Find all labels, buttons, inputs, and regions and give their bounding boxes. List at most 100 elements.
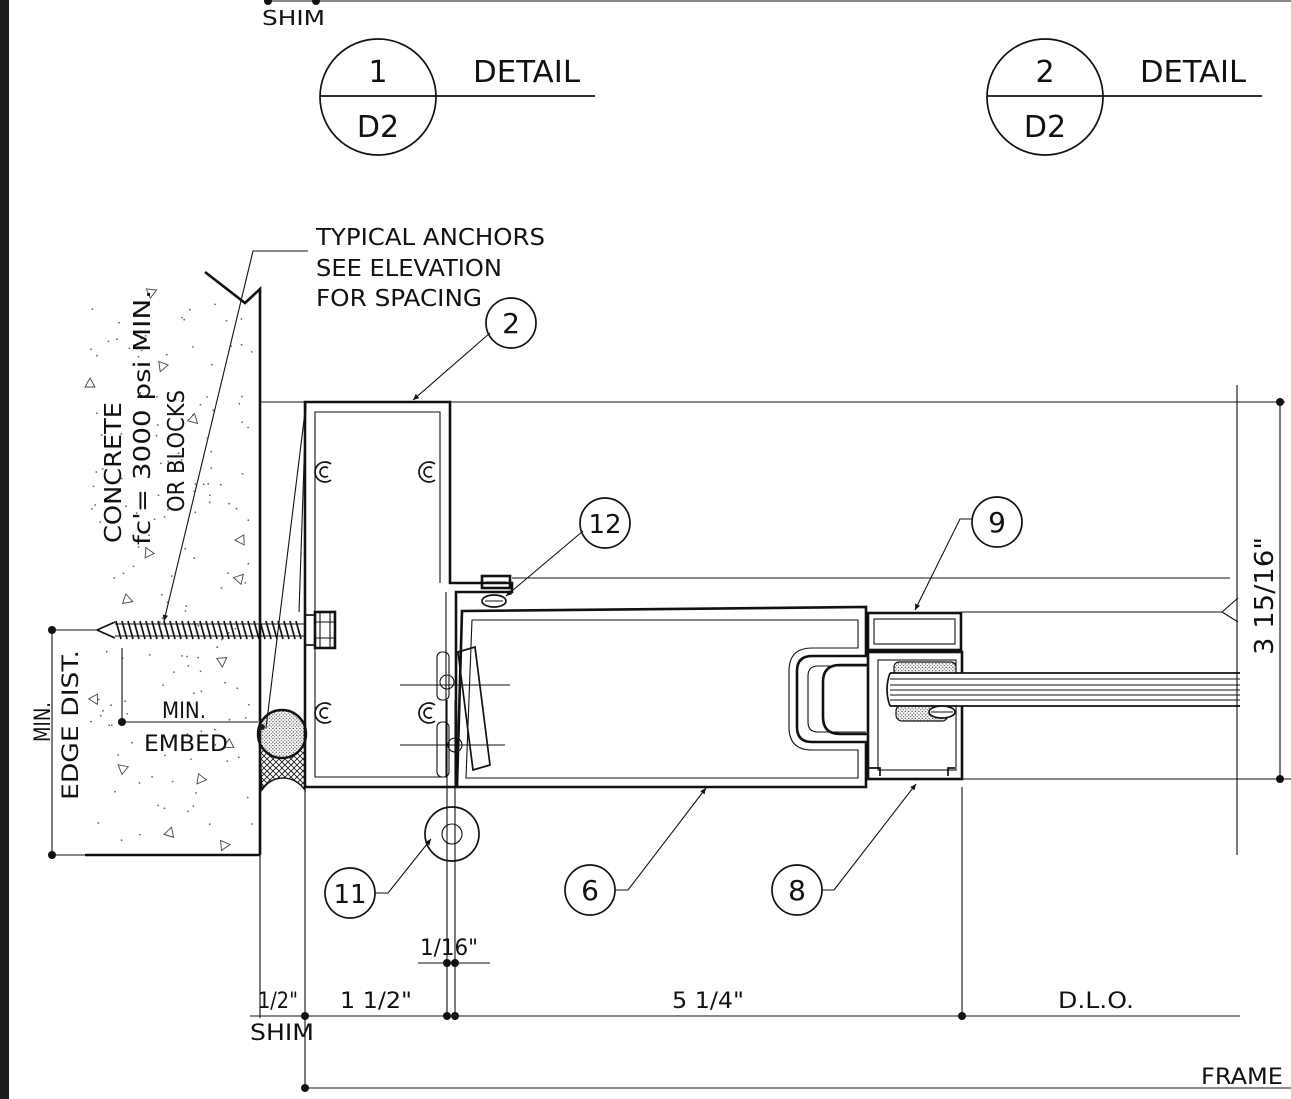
detail-sheet: D2 xyxy=(1024,110,1066,145)
anchor-tip xyxy=(96,621,116,639)
concrete-hatch-dot xyxy=(159,462,162,465)
concrete-hatch-dot xyxy=(227,632,230,634)
frame-inner-wall xyxy=(314,411,447,778)
concrete-hatch-triangle xyxy=(215,657,228,668)
concrete-hatch-dot xyxy=(158,621,161,623)
balloon-leader xyxy=(505,530,584,597)
concrete-hatch-dot xyxy=(92,485,95,488)
concrete-hatch-dot xyxy=(120,433,123,435)
concrete-hatch-dot xyxy=(181,655,183,657)
concrete-hatch-dot xyxy=(207,482,210,485)
concrete-hatch-dot xyxy=(219,483,222,486)
callout-balloon: 12 xyxy=(505,497,631,597)
dimension-dot xyxy=(451,959,459,967)
concrete-hatch-dot xyxy=(199,670,202,673)
concrete-hatch-dot xyxy=(193,692,195,695)
concrete-hatch-dot xyxy=(96,354,98,357)
glass-lite xyxy=(886,672,1240,719)
pivot-pin xyxy=(441,823,463,845)
concrete-hatch-dot xyxy=(97,822,100,824)
concrete-hatch-dot xyxy=(168,438,171,440)
concrete-hatch-dot xyxy=(194,483,197,485)
callout-balloon: 11 xyxy=(324,838,432,919)
frame-dimension: FRAME xyxy=(301,1065,1291,1092)
balloon-leader xyxy=(615,787,707,891)
concrete-hatch-dot xyxy=(180,458,183,461)
concrete-hatch-dot xyxy=(108,724,111,727)
concrete-hatch-dot xyxy=(170,575,173,577)
concrete-hatch-dot xyxy=(192,805,195,807)
embedment-text-1: MIN. xyxy=(162,699,206,724)
perimeter-sealant xyxy=(256,708,308,793)
concrete-hatch-dot xyxy=(250,351,253,353)
glazing-pocket xyxy=(877,659,957,771)
balloon-circle xyxy=(971,496,1023,548)
segment-2-text: 5 1/4" xyxy=(672,989,744,1014)
concrete-hatch-dot xyxy=(101,468,104,470)
top-shim-label: SHIM xyxy=(262,6,325,30)
concrete-hatch-dot xyxy=(228,502,231,505)
concrete-hatch-dot xyxy=(177,452,180,454)
concrete-hatch-dot xyxy=(162,684,165,686)
edge-distance-text-1: MIN. xyxy=(31,702,56,742)
screw-boss xyxy=(418,461,436,483)
concrete-hatch-dot xyxy=(124,700,127,703)
concrete-hatch-dot xyxy=(156,396,158,398)
concrete-hatch-dot xyxy=(138,782,141,784)
callout-balloon: 6 xyxy=(564,787,707,916)
concrete-hatch-dot xyxy=(91,308,94,311)
concrete-hatch-dot xyxy=(128,347,131,350)
backer-rod xyxy=(256,708,308,760)
detail-label: DETAIL xyxy=(1140,55,1246,90)
edge-distance-text-2: EDGE DIST. xyxy=(59,650,84,800)
concrete-hatch-dot xyxy=(120,839,123,842)
concrete-hatch-triangle xyxy=(163,826,175,838)
screw-boss xyxy=(314,702,332,724)
anchor-note: TYPICAL ANCHORS SEE ELEVATION FOR SPACIN… xyxy=(162,225,545,622)
glazing-frame-hooks xyxy=(868,767,955,776)
dimension-dot xyxy=(312,0,320,5)
concrete-hatch-triangle xyxy=(84,377,96,388)
concrete-hatch-dot xyxy=(172,671,175,673)
concrete-hatch-dot xyxy=(140,337,143,340)
concrete-hatch-dot xyxy=(148,654,151,656)
concrete-hatch-dot xyxy=(230,345,233,347)
stop-inner xyxy=(873,618,956,645)
concrete-hatch-dot xyxy=(225,319,228,322)
concrete-hatch-dot xyxy=(118,321,120,324)
concrete-hatch-dot xyxy=(209,494,211,497)
concrete-hatch-dot xyxy=(224,681,227,684)
concrete-hatch-dot xyxy=(206,396,208,398)
concrete-hatch-dot xyxy=(202,483,205,486)
callout-balloon: 2 xyxy=(412,297,537,401)
balloon-circle xyxy=(485,297,537,349)
glass-end xyxy=(886,672,891,707)
concrete-hatch-dot xyxy=(139,392,142,394)
concrete-hatch-dot xyxy=(95,471,98,473)
concrete-hatch-dot xyxy=(157,804,159,807)
concrete-hatch-dot xyxy=(126,713,129,715)
concrete-hatch-dot xyxy=(90,348,92,351)
concrete-hatch-dot xyxy=(187,664,190,667)
detail-tag-circle xyxy=(986,38,1104,156)
concrete-hatch-dot xyxy=(136,347,138,350)
concrete-hatch-triangle xyxy=(186,412,199,425)
balloon-number: 9 xyxy=(988,506,1006,539)
concrete-note-line-2: fc'= 3000 psi MIN. xyxy=(130,290,156,545)
concrete-hatch-dot xyxy=(251,823,254,825)
dimension-dot xyxy=(443,1012,451,1020)
concrete-hatch-dot xyxy=(114,790,116,793)
concrete-hatch-dot xyxy=(166,601,169,604)
glazing-frame-tongue xyxy=(821,663,868,736)
concrete-hatch-dot xyxy=(132,565,135,568)
concrete-hatch-dot xyxy=(187,810,189,813)
concrete-hatch-dot xyxy=(210,450,213,453)
dimension-dot xyxy=(48,626,56,634)
concrete-hatch-dot xyxy=(164,754,166,757)
balloon-leader xyxy=(375,838,432,894)
segment-3-text: D.L.O. xyxy=(1058,989,1134,1014)
concrete-hatch-dot xyxy=(240,343,243,346)
concrete-hatch-dot xyxy=(241,421,244,424)
gap-dimension-text: 1/16" xyxy=(420,936,478,961)
clip xyxy=(480,574,512,590)
